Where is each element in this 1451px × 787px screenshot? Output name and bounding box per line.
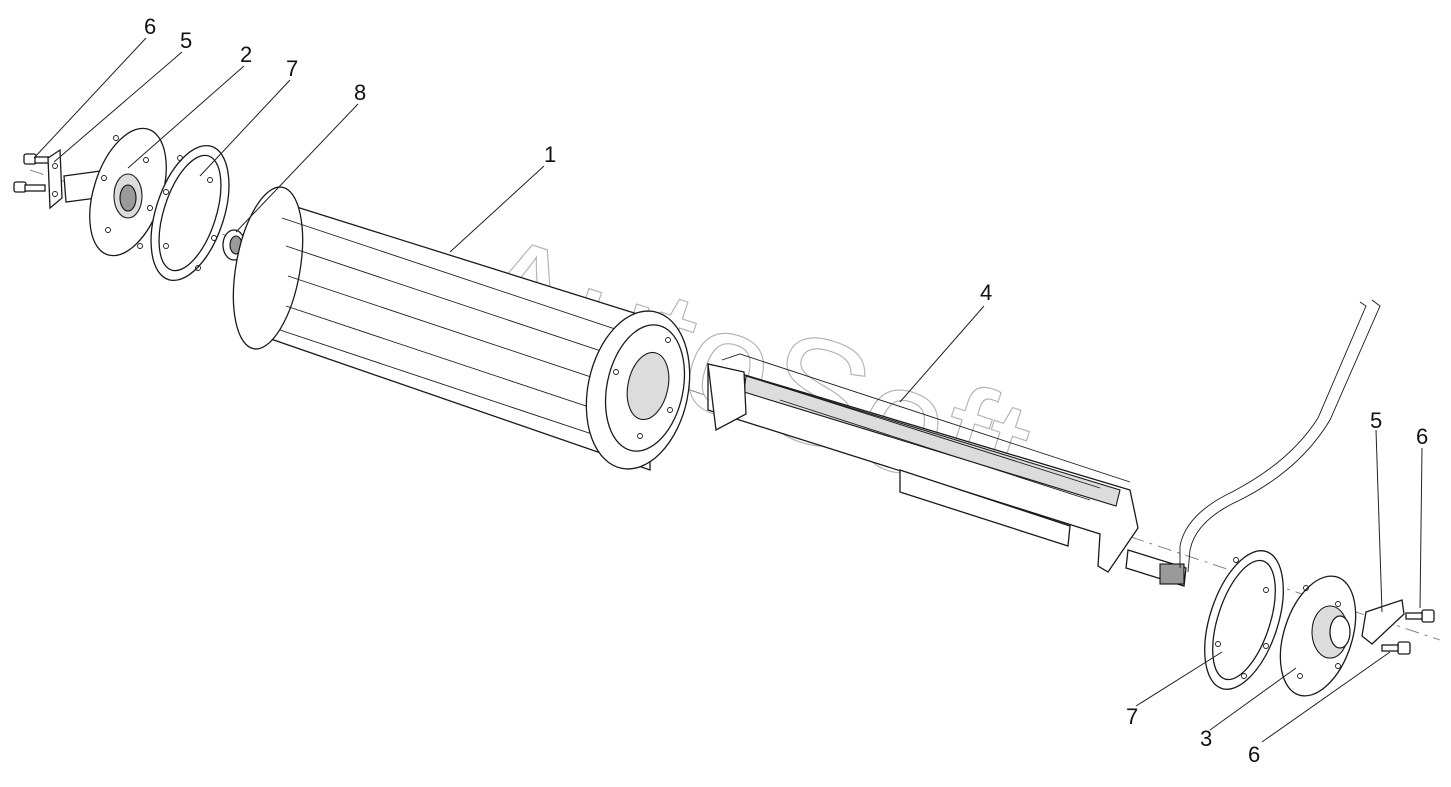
callout-8: 8 bbox=[354, 80, 366, 105]
callout-4: 4 bbox=[980, 280, 992, 305]
callout-6-right-bottom: 6 bbox=[1248, 742, 1260, 767]
left-bolts bbox=[13, 153, 56, 193]
callout-2: 2 bbox=[240, 42, 252, 67]
leader-lines bbox=[33, 37, 1423, 743]
callout-7-right: 7 bbox=[1126, 704, 1138, 729]
right-flange bbox=[1279, 575, 1357, 697]
callout-6-right-top: 6 bbox=[1416, 424, 1428, 449]
left-lock-plate bbox=[47, 148, 63, 210]
right-shaft bbox=[1125, 549, 1187, 587]
pipe bbox=[1179, 299, 1381, 573]
callout-6-left: 6 bbox=[144, 14, 156, 39]
callout-7-left: 7 bbox=[286, 56, 298, 81]
center-axis bbox=[29, 169, 1441, 641]
housing bbox=[707, 353, 1139, 573]
callout-5-left: 5 bbox=[180, 28, 192, 53]
callouts: 6 5 2 7 8 1 4 5 6 7 3 6 bbox=[144, 14, 1428, 767]
callout-5-right: 5 bbox=[1370, 408, 1382, 433]
left-gasket bbox=[150, 144, 230, 282]
drum bbox=[232, 186, 691, 471]
callout-1: 1 bbox=[544, 142, 556, 167]
right-gasket bbox=[1204, 550, 1284, 690]
callout-3: 3 bbox=[1200, 726, 1212, 751]
right-lock-plate bbox=[1361, 599, 1405, 645]
left-flange bbox=[89, 127, 167, 257]
right-bolts bbox=[1381, 609, 1435, 655]
